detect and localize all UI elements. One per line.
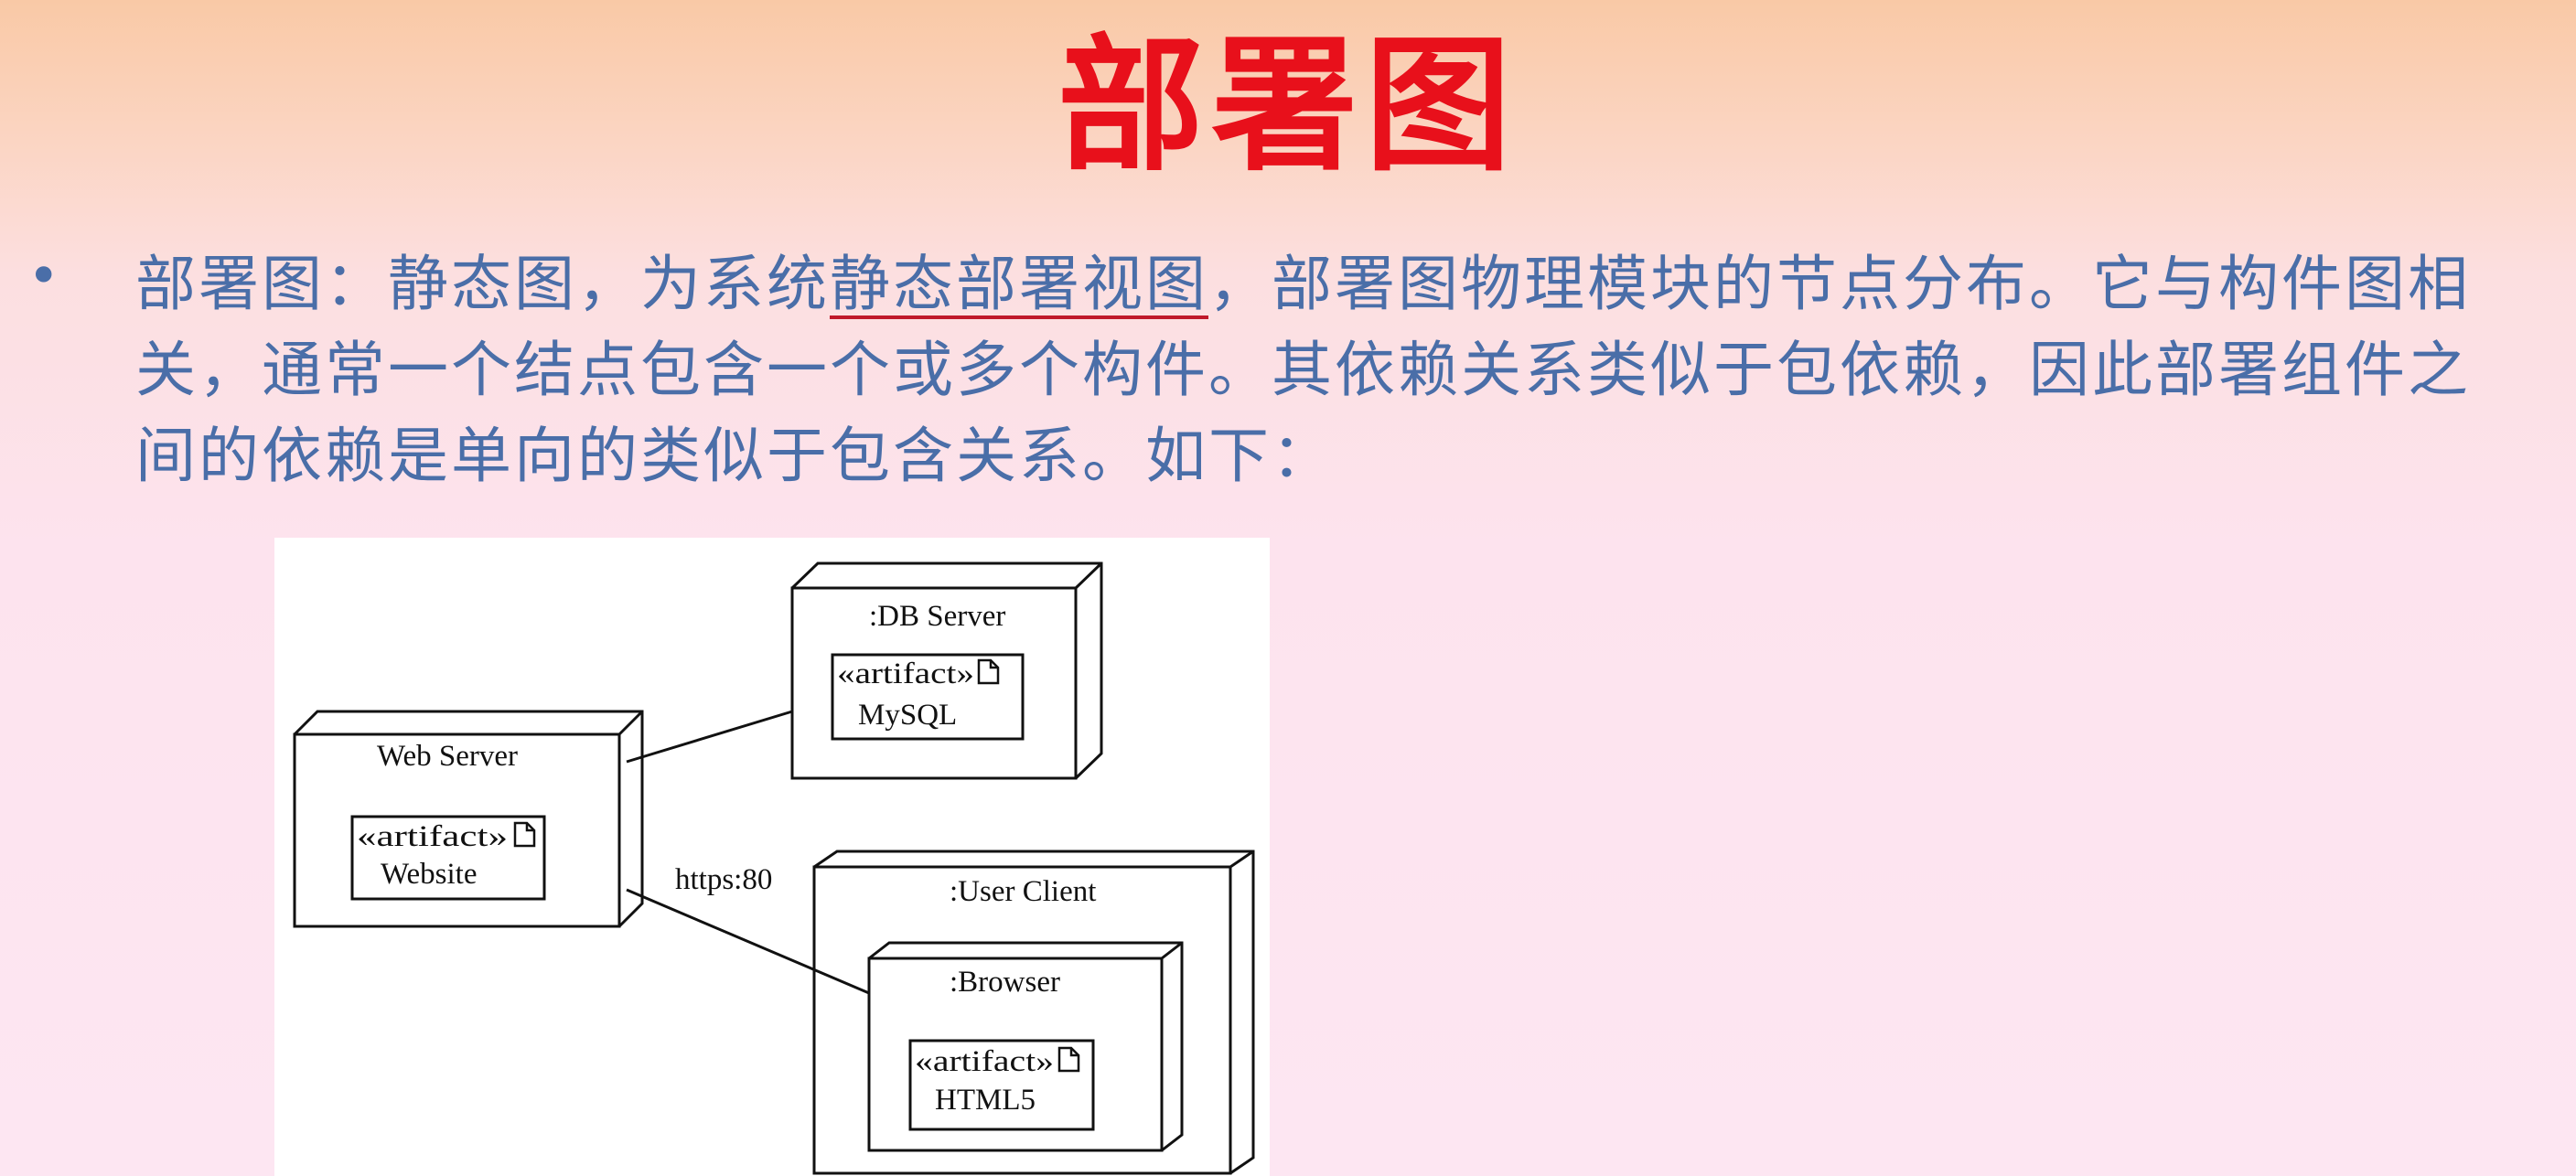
website-stereotype: «artifact» [357, 820, 508, 853]
browser-label: :Browser [950, 966, 1060, 999]
connection-label: https:80 [675, 863, 772, 896]
user-client-label: :User Client [950, 875, 1096, 908]
user-client-node [812, 850, 1255, 1175]
deployment-diagram-svg: Web Server «artifact» Website :DB Server… [293, 561, 1255, 1175]
website-artifact-box [350, 815, 546, 901]
browser-node [867, 941, 1184, 1152]
html5-artifact-name: HTML5 [935, 1084, 1036, 1117]
db-server-node [790, 561, 1103, 780]
web-to-browser-connection [626, 888, 870, 995]
artifact-document-icon [1057, 1046, 1080, 1073]
db-server-label: :DB Server [869, 600, 1005, 633]
html5-artifact-box [908, 1039, 1095, 1131]
emphasized-phrase: 静态部署视图 [830, 249, 1208, 319]
web-to-db-connection [626, 710, 793, 764]
web-server-label: Web Server [377, 740, 518, 773]
mysql-artifact-name: MySQL [858, 699, 957, 732]
bullet-marker: • [27, 244, 60, 308]
artifact-document-icon [513, 821, 536, 848]
mysql-artifact-box [831, 653, 1025, 741]
deployment-diagram: Web Server «artifact» Website :DB Server… [274, 538, 1270, 1176]
slide-title: 部署图 [1057, 19, 1519, 191]
mysql-stereotype: «artifact» [837, 657, 974, 690]
html5-stereotype: «artifact» [915, 1045, 1054, 1078]
website-artifact-name: Website [381, 858, 477, 891]
web-server-node [293, 710, 644, 928]
artifact-document-icon [977, 658, 1000, 685]
bullet-paragraph: 部署图：静态图，为系统静态部署视图，部署图物理模块的节点分布。它与构件图相关，通… [135, 241, 2496, 499]
bullet-text-start: 部署图：静态图，为系统 [135, 249, 830, 319]
bullet-text-end: ，部署图物理模块的节点分布。它与构件图相关，通常一个结点包含一个或多个构件。其依… [135, 249, 2471, 491]
